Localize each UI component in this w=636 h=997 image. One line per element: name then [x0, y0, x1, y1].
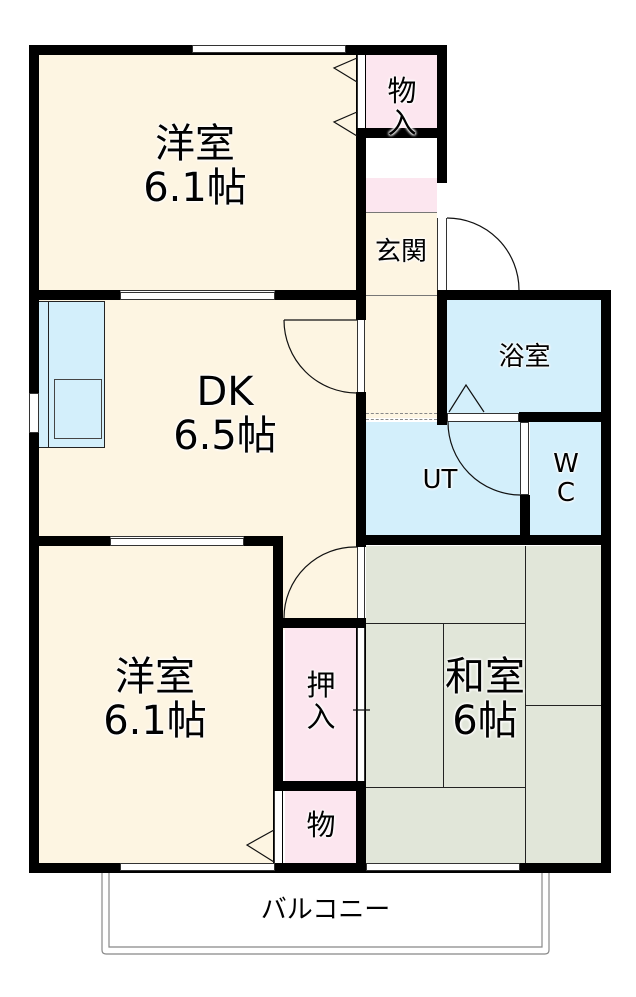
room-entrance-step	[365, 178, 437, 213]
wall	[437, 45, 447, 183]
balcony-label: バルコニー	[260, 895, 391, 925]
wall	[356, 392, 366, 547]
window	[192, 45, 346, 53]
room-hall	[280, 540, 360, 630]
wall	[437, 290, 611, 300]
dashed-boundary	[366, 413, 437, 420]
door-gap	[520, 422, 529, 495]
room-closet-top	[365, 54, 437, 138]
tatami-line	[366, 787, 525, 788]
room-label-bathroom: 浴室	[498, 342, 551, 372]
room-label-closet-bottom: 物	[306, 808, 336, 842]
entrance-divider	[365, 212, 437, 213]
door-gap	[447, 413, 519, 422]
door-gap	[357, 320, 365, 392]
room-western-top	[38, 54, 358, 294]
room-label-oshiire: 押 入	[306, 668, 336, 734]
wall	[519, 412, 611, 422]
window	[366, 863, 520, 871]
wall	[29, 45, 39, 873]
wall	[356, 535, 611, 545]
tatami-line	[366, 623, 525, 624]
room-label-dk: DK 6.5帖	[173, 369, 277, 459]
window	[110, 536, 244, 546]
window	[29, 393, 39, 433]
room-oshiire	[285, 628, 357, 781]
tatami-line	[525, 705, 602, 706]
room-label-western-top: 洋室 6.1帖	[143, 121, 247, 211]
tatami-line	[443, 623, 444, 787]
wall	[273, 536, 283, 873]
kitchen-counter	[39, 301, 105, 448]
door-gap	[437, 218, 447, 290]
wall	[601, 290, 611, 873]
entrance-divider	[365, 295, 437, 296]
window	[120, 290, 275, 300]
door-gap	[274, 791, 282, 863]
kitchen-counter-edge	[48, 301, 49, 448]
room-closet-bottom	[285, 791, 357, 864]
room-toilet	[530, 422, 602, 535]
wall	[29, 863, 611, 873]
door-gap	[357, 547, 365, 618]
window	[120, 863, 275, 871]
room-western-bottom	[38, 546, 274, 864]
room-label-western-bottom: 洋室 6.1帖	[103, 654, 207, 744]
door-gap	[357, 55, 365, 128]
room-label-utility: UT	[422, 465, 458, 495]
wall	[356, 170, 366, 320]
room-label-closet-top: 物 入	[387, 74, 417, 140]
room-label-japanese: 和室 6帖	[445, 654, 525, 744]
wall	[356, 128, 447, 138]
wall	[437, 290, 447, 425]
wall	[520, 495, 530, 540]
kitchen-sink	[54, 379, 102, 439]
room-entrance	[365, 213, 437, 418]
room-label-toilet: W C	[553, 449, 579, 508]
door-gap	[357, 628, 365, 781]
room-label-entrance: 玄関	[374, 237, 427, 267]
room-utility	[365, 422, 523, 535]
wall	[273, 781, 366, 791]
wall	[273, 618, 366, 628]
